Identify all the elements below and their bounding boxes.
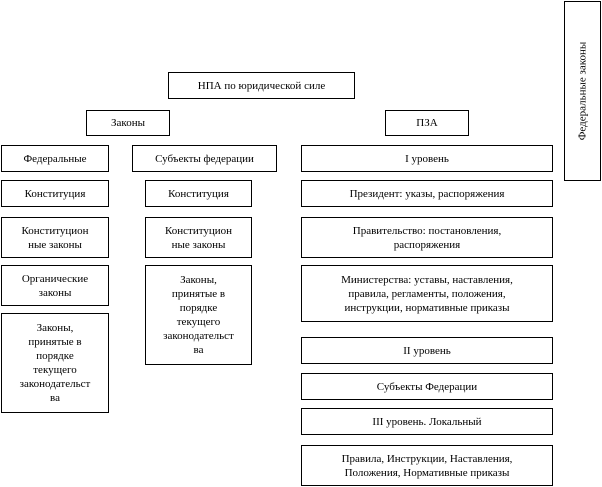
root-node: НПА по юридической силе — [168, 72, 355, 99]
subjects-item-current-laws: Законы, принятые в порядке текущего зако… — [145, 265, 252, 365]
laws-node-label: Законы — [111, 117, 145, 129]
pza-item-label: II уровень — [403, 344, 451, 357]
federal-node: Федеральные — [1, 145, 109, 172]
pza-item-label: Министерства: уставы, наставления, прави… — [341, 273, 513, 314]
subjects-item-label: Законы, принятые в порядке текущего зако… — [163, 274, 234, 356]
subjects-node-label: Субъекты федерации — [155, 152, 254, 165]
federal-node-label: Федеральные — [23, 152, 87, 165]
pza-item-level-3: III уровень. Локальный — [301, 408, 553, 435]
pza-item-level-1: I уровень — [301, 145, 553, 172]
federal-laws-side-label: Федеральные законы — [576, 41, 589, 141]
federal-item-label: Конституцион ные законы — [21, 224, 89, 251]
pza-item-federation-subjects: Субъекты Федерации — [301, 373, 553, 400]
federal-item-label: Законы, принятые в порядке текущего зако… — [19, 322, 91, 404]
pza-item-ministries: Министерства: уставы, наставления, прави… — [301, 265, 553, 322]
subjects-item-constitution: Конституция — [145, 180, 252, 207]
pza-node-label: ПЗА — [416, 117, 438, 129]
root-node-label: НПА по юридической силе — [197, 79, 326, 92]
federal-item-current-laws: Законы, принятые в порядке текущего зако… — [1, 313, 109, 413]
pza-item-government: Правительство: постановления, распоряжен… — [301, 217, 553, 258]
pza-item-president: Президент: указы, распоряжения — [301, 180, 553, 207]
pza-node: ПЗА — [385, 110, 469, 136]
subjects-item-label: Конституцион ные законы — [164, 224, 233, 251]
subjects-item-constitutional-laws: Конституцион ные законы — [145, 217, 252, 258]
pza-item-label: III уровень. Локальный — [372, 415, 482, 428]
federal-item-organic-laws: Органические законы — [1, 265, 109, 306]
pza-item-label: Правила, Инструкции, Наставления, Положе… — [341, 452, 513, 479]
pza-item-level-2: II уровень — [301, 337, 553, 364]
laws-node: Законы — [86, 110, 170, 136]
pza-item-local-acts: Правила, Инструкции, Наставления, Положе… — [301, 445, 553, 486]
federal-item-label: Органические законы — [21, 272, 89, 299]
federal-item-label: Конституция — [24, 187, 86, 200]
pza-item-label: Президент: указы, распоряжения — [349, 187, 505, 200]
subjects-item-label: Конституция — [168, 187, 229, 200]
subjects-node: Субъекты федерации — [132, 145, 277, 172]
federal-item-constitution: Конституция — [1, 180, 109, 207]
pza-item-label: Правительство: постановления, распоряжен… — [352, 224, 502, 251]
federal-laws-side-box: Федеральные законы — [564, 1, 601, 181]
federal-item-constitutional-laws: Конституцион ные законы — [1, 217, 109, 258]
pza-item-label: I уровень — [405, 152, 449, 165]
pza-item-label: Субъекты Федерации — [376, 380, 478, 393]
